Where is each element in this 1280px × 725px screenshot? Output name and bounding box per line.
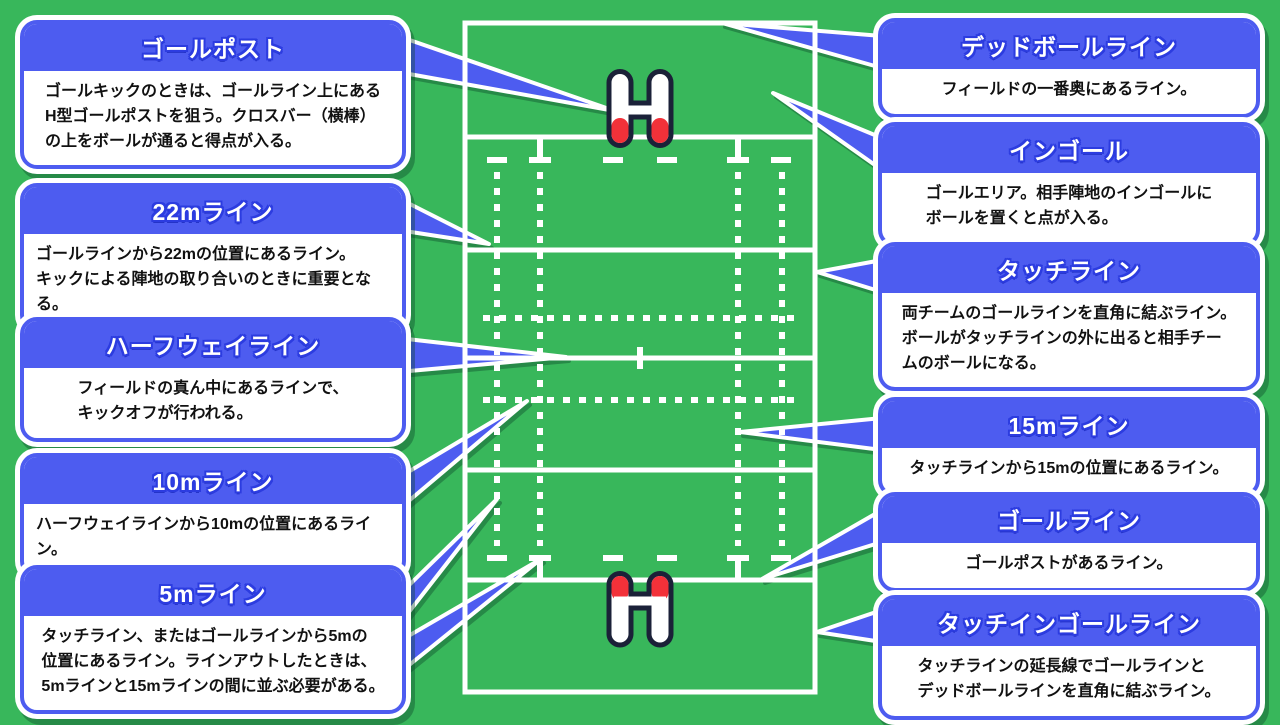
callout-15m-line: 15mライン タッチラインから15mの位置にあるライン。 xyxy=(873,392,1265,502)
5m-hash-marks-top xyxy=(487,137,791,163)
callout-10m-line-header: 10mライン xyxy=(24,457,402,504)
callout-goal-line-title: ゴールライン xyxy=(997,508,1141,534)
callout-goal-line-body: ゴールポストがあるライン。 xyxy=(965,555,1173,572)
callout-15m-line-header: 15mライン xyxy=(882,401,1256,448)
callout-halfway-line: ハーフウェイライン フィールドの真ん中にあるラインで、 キックオフが行われる。 xyxy=(15,312,411,447)
callout-goal-post-body: ゴールキックのときは、ゴールライン上にある H型ゴールポストを狙う。クロスバー（… xyxy=(44,83,381,150)
callout-in-goal-header: インゴール xyxy=(882,126,1256,173)
pointer-15m-line xyxy=(738,416,884,452)
callout-goal-line-header: ゴールライン xyxy=(882,496,1256,543)
top-goalpost xyxy=(606,69,674,148)
5m-hash-marks-bottom xyxy=(487,555,791,580)
callout-15m-line-title: 15mライン xyxy=(1008,413,1130,439)
callout-goal-post: ゴールポスト ゴールキックのときは、ゴールライン上にある H型ゴールポストを狙う… xyxy=(15,15,411,175)
rugby-field xyxy=(462,20,818,695)
callout-dead-ball-line-title: デッドボールライン xyxy=(961,34,1177,60)
callout-goal-post-header: ゴールポスト xyxy=(24,24,402,71)
callout-dead-ball-line: デッドボールライン フィールドの一番奥にあるライン。 xyxy=(873,13,1265,123)
callout-goal-line: ゴールライン ゴールポストがあるライン。 xyxy=(873,487,1265,597)
callout-10m-line-title: 10mライン xyxy=(152,469,274,495)
callout-touch-in-goal-line-body: タッチラインの延長線でゴールラインと デッドボールラインを直角に結ぶライン。 xyxy=(917,658,1221,700)
callout-halfway-line-title: ハーフウェイライン xyxy=(105,333,321,359)
callout-5m-line-body: タッチライン、またはゴールラインから5mの 位置にあるライン。ラインアウトしたと… xyxy=(41,628,385,695)
callout-touch-in-goal-line-title: タッチインゴールライン xyxy=(937,611,1201,637)
callout-halfway-line-body: フィールドの真ん中にあるラインで、 キックオフが行われる。 xyxy=(77,380,349,422)
bottom-goalpost xyxy=(606,571,674,648)
pointer-22m-line xyxy=(396,196,491,246)
callout-goal-post-title: ゴールポスト xyxy=(141,36,285,62)
callout-5m-line-header: 5mライン xyxy=(24,569,402,616)
callout-halfway-line-header: ハーフウェイライン xyxy=(24,321,402,368)
callout-touch-in-goal-line-header: タッチインゴールライン xyxy=(882,599,1256,646)
callout-22m-line-body: ゴールラインから22mの位置にあるライン。 キックによる陣地の取り合いのときに重… xyxy=(36,246,372,313)
callout-touch-line-body: 両チームのゴールラインを直角に結ぶライン。 ボールがタッチラインの外に出ると相手… xyxy=(901,305,1237,372)
callout-15m-line-body: タッチラインから15mの位置にあるライン。 xyxy=(909,460,1229,477)
callout-dead-ball-line-body: フィールドの一番奥にあるライン。 xyxy=(941,81,1197,98)
callout-touch-in-goal-line: タッチインゴールライン タッチラインの延長線でゴールラインと デッドボールライン… xyxy=(873,590,1265,725)
callout-10m-line-body: ハーフウェイラインから10mの位置にあるライン。 xyxy=(36,516,372,558)
pointer-dead-ball-line xyxy=(720,21,884,70)
callout-touch-line-title: タッチライン xyxy=(997,258,1141,284)
callout-22m-line-title: 22mライン xyxy=(152,199,274,225)
callout-touch-line-header: タッチライン xyxy=(882,246,1256,293)
callout-5m-line-title: 5mライン xyxy=(159,581,267,607)
callout-in-goal: インゴール ゴールエリア。相手陣地のインゴールに ボールを置くと点が入る。 xyxy=(873,117,1265,252)
pointer-goal-post xyxy=(396,34,617,113)
callout-5m-line: 5mライン タッチライン、またはゴールラインから5mの 位置にあるライン。ライン… xyxy=(15,560,411,720)
callout-touch-line: タッチライン 両チームのゴールラインを直角に結ぶライン。 ボールがタッチラインの… xyxy=(873,237,1265,397)
callout-in-goal-body: ゴールエリア。相手陣地のインゴールに ボールを置くと点が入る。 xyxy=(925,185,1213,227)
callout-dead-ball-line-header: デッドボールライン xyxy=(882,22,1256,69)
callout-22m-line: 22mライン ゴールラインから22mの位置にあるライン。 キックによる陣地の取り… xyxy=(15,178,411,338)
callout-22m-line-header: 22mライン xyxy=(24,187,402,234)
callout-in-goal-title: インゴール xyxy=(1009,138,1129,164)
